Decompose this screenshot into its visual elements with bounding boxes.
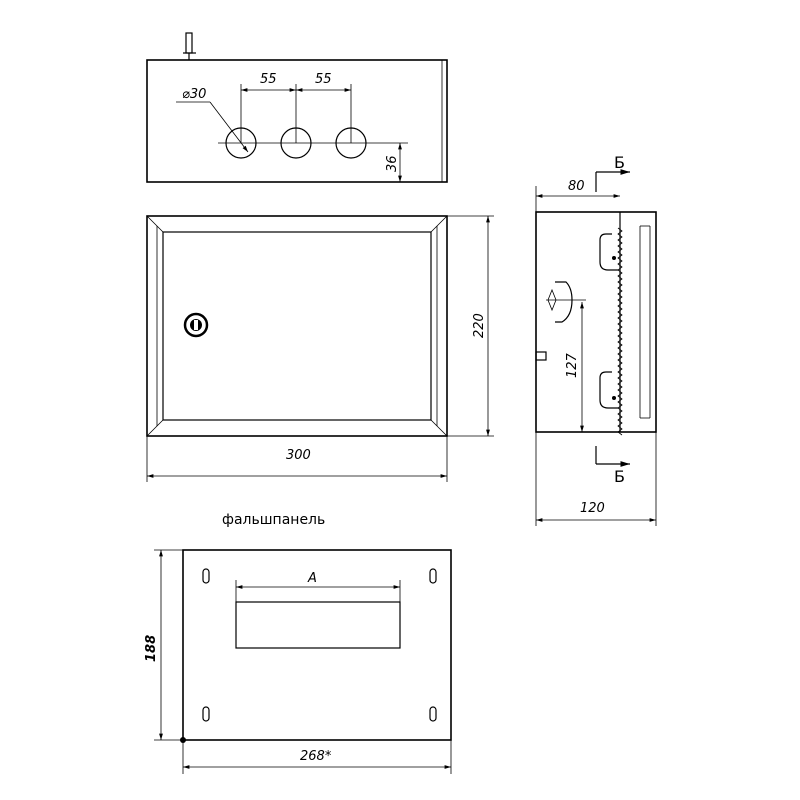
hole-offset-label: 36 xyxy=(385,155,400,172)
front-frame-outer xyxy=(146,215,448,437)
rail-height-label: 127 xyxy=(565,352,580,378)
spacing-2-label: 55 xyxy=(315,72,332,87)
mount-slot-4 xyxy=(429,706,437,722)
upper-bracket xyxy=(599,233,618,271)
false-panel-view: фальшпанель A 188 268* xyxy=(144,512,452,774)
door-lock-icon xyxy=(183,312,209,338)
section-bottom-label: Б xyxy=(614,467,625,486)
breaker-cutout xyxy=(235,601,401,649)
side-view: Б Б 80 120 127 xyxy=(535,153,657,526)
mount-slot-3 xyxy=(202,706,210,722)
spacing-1-label: 55 xyxy=(260,72,277,87)
top-view: ⌀30 55 55 36 xyxy=(146,32,448,183)
cable-clip xyxy=(555,281,573,323)
panel-height-label: 188 xyxy=(144,635,159,662)
side-outline xyxy=(535,211,657,433)
front-frame-inner xyxy=(162,231,432,421)
lower-bracket xyxy=(599,371,618,409)
cutout-width-label: A xyxy=(307,571,317,586)
front-width-label: 300 xyxy=(286,448,311,463)
top-view-outline xyxy=(146,59,448,183)
false-panel-outline xyxy=(182,549,452,741)
mount-slot-1 xyxy=(202,568,210,584)
false-panel-caption: фальшпанель xyxy=(222,512,325,528)
mount-slot-2 xyxy=(429,568,437,584)
side-depth-top-label: 80 xyxy=(568,179,585,194)
section-top-label: Б xyxy=(614,153,625,172)
side-lock-stub xyxy=(535,351,547,361)
front-height-label: 220 xyxy=(472,313,487,338)
din-rail xyxy=(617,227,623,436)
lock-pin-icon xyxy=(183,32,196,60)
side-depth-label: 120 xyxy=(580,501,605,516)
panel-width-label: 268* xyxy=(300,749,332,764)
hole-diameter-label: ⌀30 xyxy=(182,87,206,102)
front-view: 220 300 xyxy=(146,215,494,482)
